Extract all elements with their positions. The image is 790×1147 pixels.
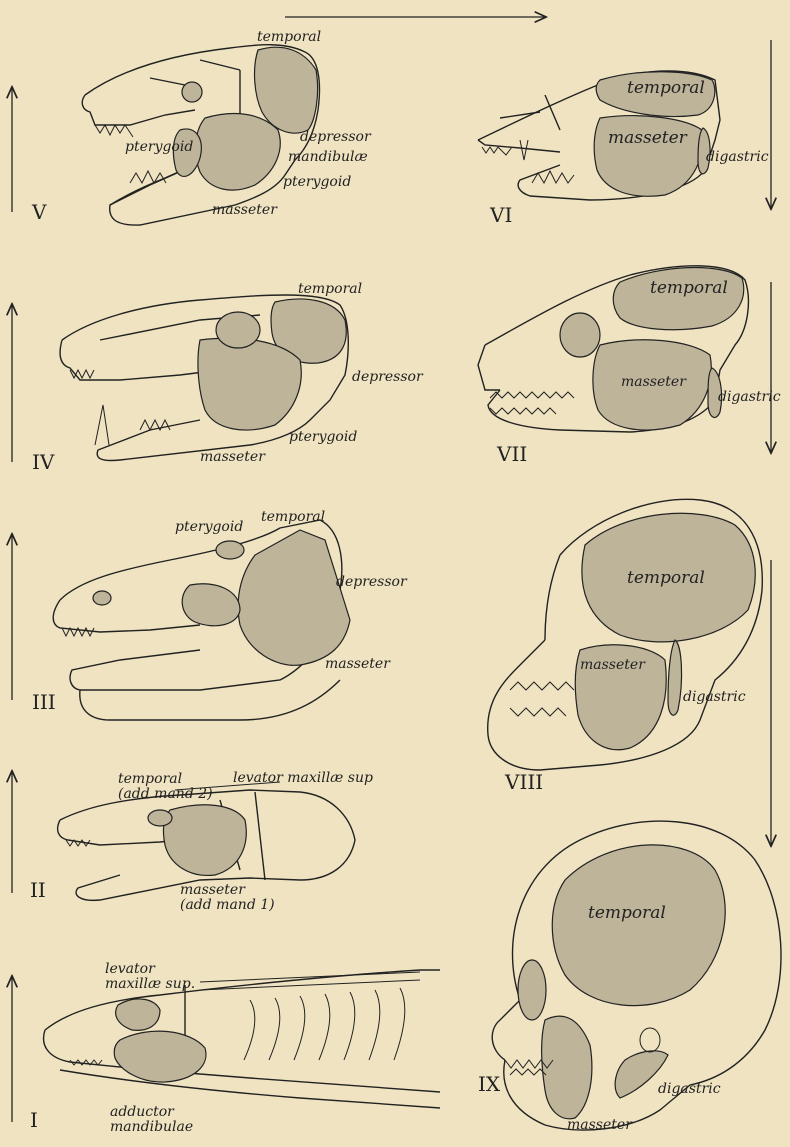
temporal-IX [552, 845, 725, 1006]
label-IX-digastric: digastric [658, 1082, 721, 1097]
label-IX-masseter: masseter [567, 1118, 632, 1133]
label-IX-temporal: temporal [588, 905, 666, 923]
masseter-IX [542, 1016, 592, 1119]
numeral-IX: IX [478, 1072, 500, 1096]
